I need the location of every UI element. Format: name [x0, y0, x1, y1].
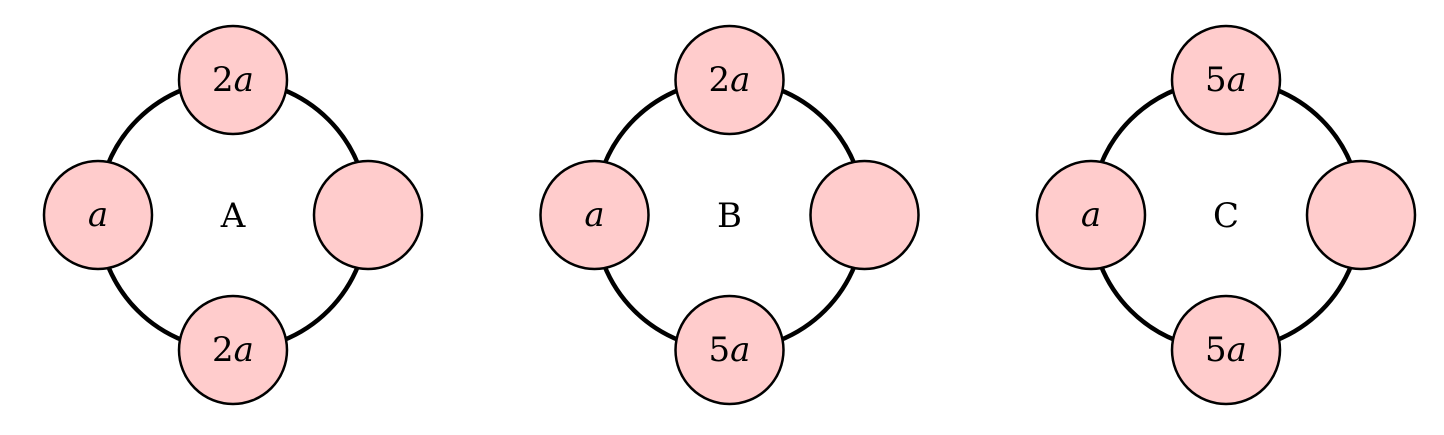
diagram-label-a: A — [220, 196, 246, 236]
node-circle — [1170, 24, 1282, 136]
diagram-label-b: B — [717, 196, 742, 236]
node-c-top: 5a — [1170, 24, 1282, 136]
node-b-right — [809, 159, 920, 271]
node-label-a-left: a — [88, 195, 108, 235]
node-a-left: a — [42, 159, 154, 271]
node-b-left: a — [539, 159, 650, 271]
node-c-left: a — [1035, 159, 1147, 271]
node-label-c-bottom-coefficient: 5 — [1205, 330, 1227, 370]
node-a-bottom: 2a — [177, 294, 289, 406]
node-circle — [1305, 159, 1417, 271]
node-label-a-bottom-variable: a — [234, 330, 254, 370]
node-label-b-top: 2a — [709, 60, 751, 100]
node-label-a-bottom-coefficient: 2 — [212, 330, 234, 370]
node-circle — [1035, 159, 1147, 271]
node-circle — [177, 294, 289, 406]
node-circle — [177, 24, 289, 136]
node-label-b-bottom-coefficient: 5 — [709, 330, 731, 370]
node-circle — [1170, 294, 1282, 406]
node-label-a-bottom: 2a — [212, 330, 254, 370]
node-circle — [312, 159, 424, 271]
node-a-right — [312, 159, 424, 271]
node-circle — [674, 294, 785, 406]
node-label-c-top: 5a — [1205, 60, 1247, 100]
node-c-bottom: 5a — [1170, 294, 1282, 406]
node-c-right — [1305, 159, 1417, 271]
node-label-c-top-variable: a — [1227, 60, 1247, 100]
node-label-a-top: 2a — [212, 60, 254, 100]
node-label-a-top-coefficient: 2 — [212, 60, 234, 100]
node-label-b-top-variable: a — [730, 60, 750, 100]
node-label-b-left: a — [584, 195, 604, 235]
node-b-bottom: 5a — [674, 294, 785, 406]
node-label-b-bottom: 5a — [709, 330, 751, 370]
node-label-c-bottom: 5a — [1205, 330, 1247, 370]
node-circle — [42, 159, 154, 271]
node-label-a-top-variable: a — [234, 60, 254, 100]
node-circle — [539, 159, 650, 271]
node-label-b-bottom-variable: a — [730, 330, 750, 370]
diagram-label-c: C — [1213, 196, 1239, 236]
node-label-c-left: a — [1081, 195, 1101, 235]
node-a-top: 2a — [177, 24, 289, 136]
node-b-top: 2a — [674, 24, 785, 136]
node-label-c-bottom-variable: a — [1227, 330, 1247, 370]
node-circle — [809, 159, 920, 271]
node-circle — [674, 24, 785, 136]
node-label-b-top-coefficient: 2 — [709, 60, 731, 100]
node-label-c-top-coefficient: 5 — [1205, 60, 1227, 100]
